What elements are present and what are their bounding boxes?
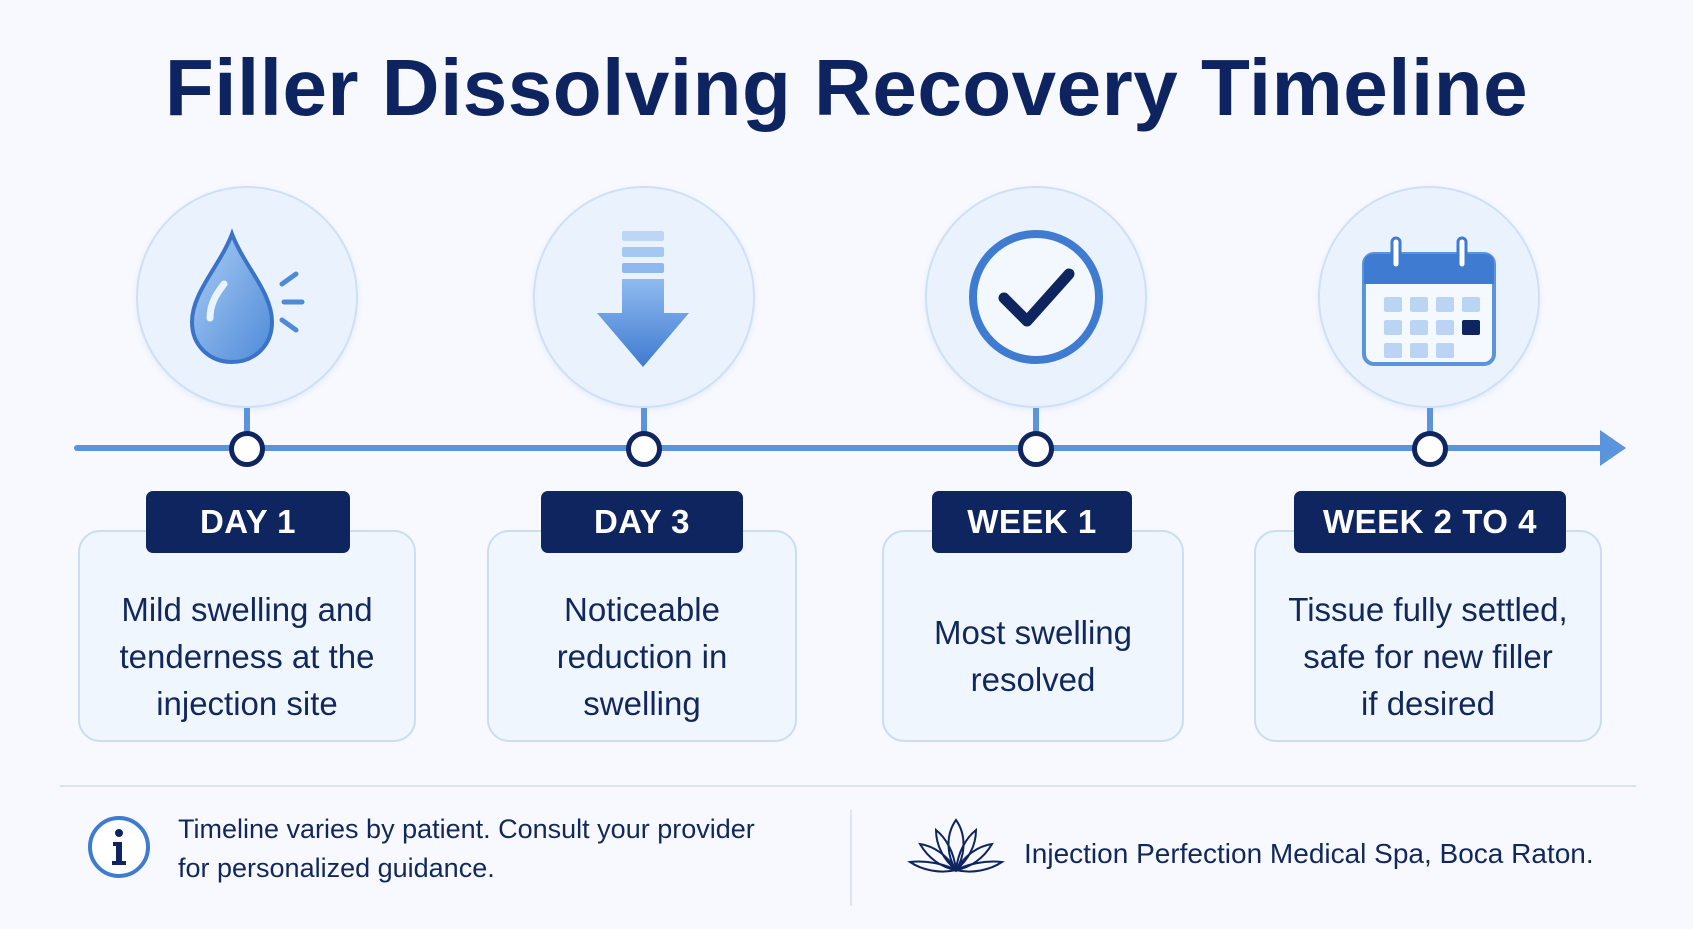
timeline-node <box>1412 431 1448 467</box>
description-line: Noticeable <box>564 590 720 628</box>
timeline-node <box>229 431 265 467</box>
check-circle-icon <box>925 186 1147 408</box>
description-line: reduction in <box>556 637 728 675</box>
calendar-icon <box>1318 186 1540 408</box>
note-line: for personalized guidance. <box>178 853 495 883</box>
timeline-node <box>626 431 662 467</box>
footer-vertical-divider <box>850 810 852 906</box>
step-label: WEEK 2 TO 4 <box>1294 491 1566 553</box>
step-description-card: Tissue fully settled, safe for new fille… <box>1254 530 1602 742</box>
step-description-card: Most swelling resolved <box>882 530 1184 742</box>
description-line: swelling <box>583 684 701 722</box>
step-label: WEEK 1 <box>932 491 1132 553</box>
page-title: Filler Dissolving Recovery Timeline <box>164 43 1529 132</box>
connector-stem <box>1427 408 1433 448</box>
lotus-icon <box>906 812 1006 882</box>
timeline-node <box>1018 431 1054 467</box>
connector-stem <box>244 408 250 448</box>
timeline-step-week-1: Most swelling resolved WEEK 1 <box>882 186 1184 742</box>
description-line: tenderness at the <box>119 637 375 675</box>
timeline-step-day-3: Noticeable reduction in swelling DAY 3 <box>0 0 800 929</box>
down-arrow-icon <box>533 186 755 408</box>
footer-divider <box>60 785 1636 787</box>
description-line: Tissue fully settled, <box>1288 590 1568 628</box>
connector-stem <box>1033 408 1039 448</box>
description-line: if desired <box>1361 684 1495 722</box>
step-label: DAY 1 <box>146 491 350 553</box>
organization-name: Injection Perfection Medical Spa, Boca R… <box>1024 838 1594 869</box>
description-line: Most swelling <box>933 614 1133 651</box>
step-description-card: Noticeable reduction in swelling <box>487 530 797 742</box>
description-line: Mild swelling and <box>121 590 373 628</box>
description-line: injection site <box>156 684 338 722</box>
note-line: Timeline varies by patient. Consult your… <box>178 814 755 844</box>
description-line: safe for new filler <box>1303 637 1553 675</box>
water-drop-icon <box>136 186 358 408</box>
timeline-arrowhead <box>1600 430 1626 466</box>
connector-stem <box>641 408 647 448</box>
step-label: DAY 3 <box>541 491 743 553</box>
timeline-axis <box>74 445 1604 451</box>
info-icon <box>86 814 152 880</box>
timeline-step-day-1: Mild swelling and tenderness at the inje… <box>0 0 423 929</box>
description-line: resolved <box>970 661 1096 698</box>
disclaimer-note: Timeline varies by patient. Consult your… <box>178 810 818 888</box>
